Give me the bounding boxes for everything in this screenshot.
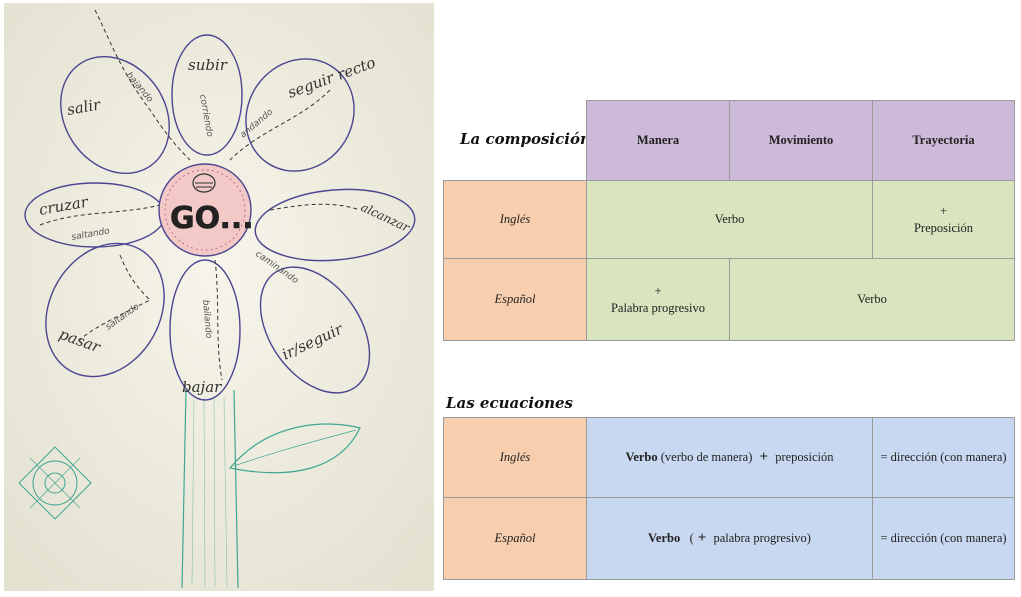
- equation-ingles: Verbo (verbo de manera) + preposición: [586, 417, 873, 498]
- plus-sign: +: [654, 283, 662, 298]
- equation-espanol: Verbo (+ palabra progresivo): [586, 497, 873, 580]
- palabra-progresivo-label: Palabra progresivo: [610, 300, 706, 315]
- petal-label-bajar: bajar: [182, 378, 222, 396]
- flower-center: [158, 163, 252, 257]
- verbo-label: Verbo: [625, 450, 658, 465]
- equations-lang-espanol: Español: [443, 497, 587, 580]
- composition-corner: [444, 101, 587, 181]
- path-label-bailando: bailando: [200, 299, 213, 339]
- preposicion-label: preposición: [775, 450, 834, 465]
- plus-sign: +: [939, 203, 948, 218]
- flower-center-label: GO...: [170, 201, 254, 236]
- leaf: [228, 423, 361, 474]
- composition-lang-espanol: Español: [443, 258, 587, 341]
- composition-ingles-preposicion: + Preposición: [872, 180, 1015, 259]
- mandala-doodle: [18, 446, 92, 520]
- paper-background: [4, 3, 434, 591]
- preposicion-label: Preposición: [913, 220, 974, 235]
- composition-title: La composición: [460, 130, 591, 148]
- composition-espanol-verbo: Verbo: [729, 258, 1015, 341]
- equations-table: Inglés Verbo (verbo de manera) + preposi…: [443, 417, 1015, 580]
- flower-drawing: GO... subir seguir recto alcanzar ir/seg…: [0, 0, 440, 597]
- header-manera: Manera: [586, 100, 730, 181]
- verbo-label: Verbo: [648, 531, 681, 546]
- flower-stem: [181, 389, 239, 589]
- header-trayectoria: Trayectoria: [872, 100, 1015, 181]
- header-movimiento: Movimiento: [729, 100, 873, 181]
- equations-lang-ingles: Inglés: [443, 417, 587, 498]
- palabra-progresivo-label: palabra progresivo): [713, 531, 811, 546]
- equation-espanol-result: = dirección (con manera): [872, 497, 1015, 580]
- plus-sign: +: [759, 449, 769, 466]
- composition-table: Manera Movimiento Trayectoria Inglés Ver…: [443, 100, 1015, 341]
- equations-title: Las ecuaciones: [446, 394, 573, 412]
- composition-ingles-verbo: Verbo: [586, 180, 873, 259]
- verbo-de-manera-label: (verbo de manera): [660, 450, 753, 465]
- composition-espanol-palabra: + Palabra progresivo: [586, 258, 730, 341]
- petal-label-subir: subir: [188, 56, 228, 74]
- petal-label-salir: salir: [66, 95, 103, 119]
- open-paren: (: [689, 531, 694, 546]
- equation-ingles-result: = dirección (con manera): [872, 417, 1015, 498]
- plus-sign: +: [697, 530, 707, 547]
- petals: [24, 34, 416, 401]
- composition-lang-ingles: Inglés: [443, 180, 587, 259]
- dashed-paths: [39, 9, 361, 381]
